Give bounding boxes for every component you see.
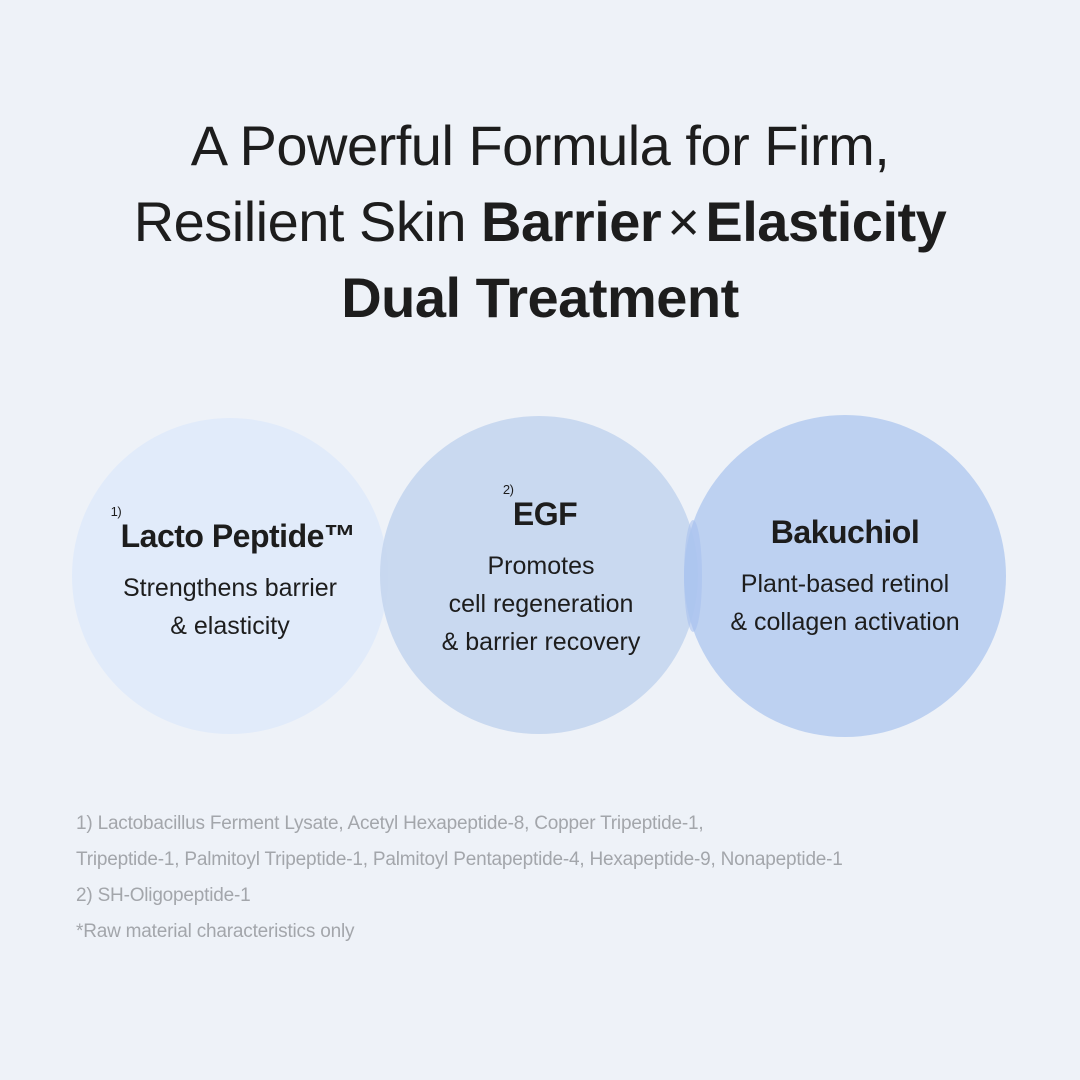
ingredient-description: Strengthens barrier & elasticity [72,569,388,645]
description-line: & barrier recovery [441,628,641,656]
times-symbol: × [667,190,700,253]
ingredient-name: 1)Lacto Peptide™ [111,504,356,555]
circle-egf [380,416,698,734]
circle-overlap [684,520,702,632]
ingredient-name: Bakuchiol [770,514,920,551]
headline-line-2: Resilient Skin Barrier×Elasticity [0,184,1080,260]
ingredient-egf: 2)EGF Promotes cell regeneration & barri… [382,482,700,661]
ingredient-name: 2)EGF [503,482,578,533]
ingredient-bakuchiol: Bakuchiol Plant-based retinol & collagen… [684,514,1006,641]
headline-line-3: Dual Treatment [0,260,1080,336]
footnote-marker: 1) [110,504,122,519]
headline-line-2-regular: Resilient Skin [133,190,482,253]
ingredient-name-text: Bakuchiol [770,514,920,550]
description-line: Promotes [487,552,595,580]
footnote-line: *Raw material characteristics only [76,921,355,942]
ingredient-name-text: EGF [512,496,578,532]
description-line: cell regeneration [448,590,634,618]
ingredient-lacto-peptide: 1)Lacto Peptide™ Strengthens barrier & e… [72,504,388,645]
footnote-line: 2) SH-Oligopeptide-1 [76,885,251,906]
headline-barrier: Barrier [481,190,662,253]
description-line: Strengthens barrier [122,574,337,602]
headline: A Powerful Formula for Firm, Resilient S… [0,108,1080,336]
footnotes: 1) Lactobacillus Ferment Lysate, Acetyl … [76,806,1036,950]
headline-line-1: A Powerful Formula for Firm, [190,114,890,177]
footnote-line: Tripeptide-1, Palmitoyl Tripeptide-1, Pa… [76,849,843,870]
description-line: & collagen activation [730,608,960,636]
ingredient-description: Promotes cell regeneration & barrier rec… [382,547,700,661]
ingredient-name-text: Lacto Peptide™ [120,518,356,554]
circle-lacto-peptide [72,418,388,734]
footnote-line: 1) Lactobacillus Ferment Lysate, Acetyl … [76,813,704,834]
footnote-marker: 2) [502,482,514,497]
description-line: Plant-based retinol [740,570,950,598]
ingredient-description: Plant-based retinol & collagen activatio… [684,565,1006,641]
description-line: & elasticity [170,612,290,640]
headline-elasticity: Elasticity [705,190,947,253]
headline-dual-treatment: Dual Treatment [341,266,739,329]
circle-bakuchiol [684,415,1006,737]
